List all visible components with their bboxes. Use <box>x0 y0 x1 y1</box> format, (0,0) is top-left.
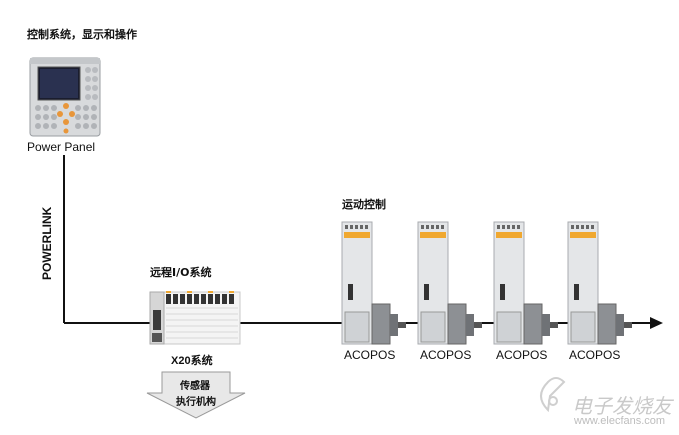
bus-arrow-icon <box>650 317 663 329</box>
acopos-label-4: ACOPOS <box>569 348 621 362</box>
acopos-drive-2[interactable] <box>417 221 482 345</box>
x20-label: X20系统 <box>171 355 213 367</box>
motion-control-label: 运动控制 <box>342 198 386 211</box>
powerlink-label: POWERLINK <box>40 206 54 280</box>
acopos-label-3: ACOPOS <box>496 348 548 362</box>
power-panel-device[interactable] <box>29 57 101 137</box>
watermark-logo-icon <box>540 377 566 413</box>
sensor-actuator-arrow-icon <box>146 371 246 419</box>
acopos-label-1: ACOPOS <box>344 348 396 362</box>
acopos-drive-3[interactable] <box>493 221 558 345</box>
acopos-drive-1[interactable] <box>341 221 406 345</box>
power-panel-label: Power Panel <box>27 140 96 154</box>
watermark-text: 电子发烧友 <box>572 394 672 418</box>
sensor-label: 传感器 <box>180 381 210 392</box>
watermark-url: www.elecfans.com <box>574 415 666 427</box>
acopos-drive-4[interactable] <box>567 221 632 345</box>
acopos-label-2: ACOPOS <box>420 348 472 362</box>
control-system-label: 控制系统，显示和操作 <box>27 28 137 41</box>
remote-io-label: 远程I/O系统 <box>150 266 212 279</box>
x20-io-module[interactable] <box>149 291 241 345</box>
actuator-label: 执行机构 <box>176 397 216 408</box>
